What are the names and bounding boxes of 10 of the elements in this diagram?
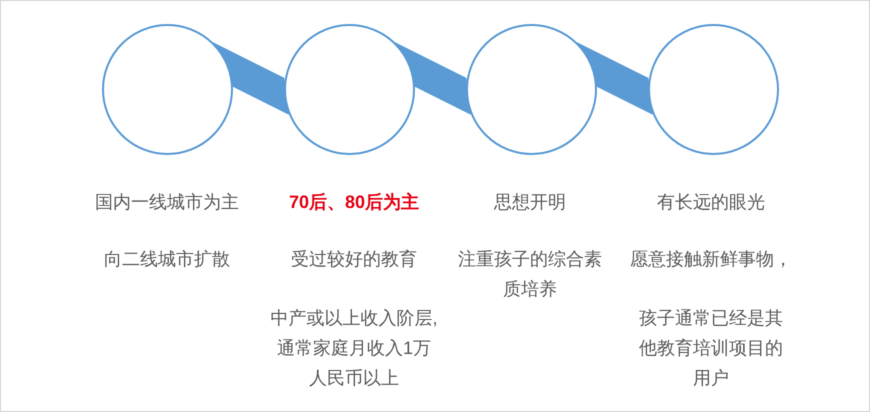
description-text: 向二线城市扩散 [103,248,231,271]
description-text: 受过较好的教育 [290,248,418,271]
description-text: 国内一线城市为主 [94,191,240,214]
description-text: 中产或以上收入阶层,通常家庭月收入1万人民币以上 [269,307,438,390]
description-text: 愿意接触新鲜事物， [629,248,793,271]
description-text: 思想开明 [493,191,567,214]
description-text: 孩子通常已经是其他教育培训项目的用户 [638,307,784,390]
description-text: 有长远的眼光 [656,191,766,214]
description-text: 注重孩子的综合素质培养 [457,248,603,301]
highlight-text: 70后、80后为主 [288,191,420,214]
